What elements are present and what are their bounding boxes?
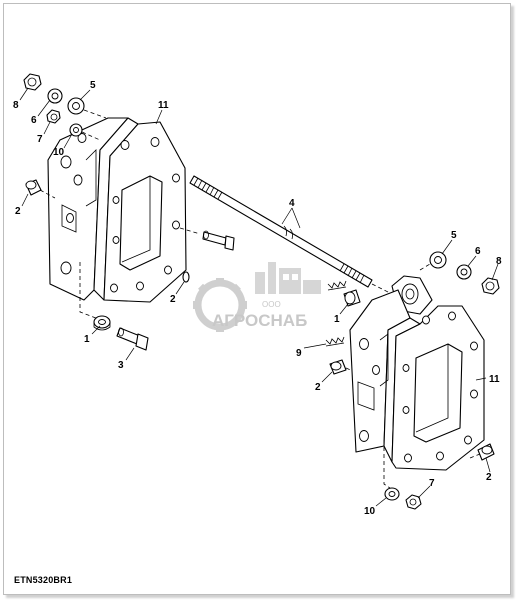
callout-7-left: 7 xyxy=(37,134,43,145)
watermark-gear-icon xyxy=(193,278,247,332)
callout-1-left: 1 xyxy=(84,334,90,345)
callout-5-right: 5 xyxy=(451,230,457,241)
diagram-code-label: ETN5320BR1 xyxy=(14,575,73,585)
callout-10-right: 10 xyxy=(364,506,376,517)
callout-7-right: 7 xyxy=(429,478,435,489)
left-nut-8 xyxy=(23,73,42,91)
left-nut-7 xyxy=(46,109,61,124)
right-dowel-pin-side xyxy=(477,443,495,461)
left-side-bolt xyxy=(202,230,235,251)
frame-border xyxy=(3,3,511,595)
callout-labels: 8 6 5 7 10 11 2 4 2 1 3 5 6 8 1 9 2 11 2… xyxy=(13,80,502,517)
left-side-bolt-guide xyxy=(179,227,201,235)
left-flange-housing xyxy=(47,117,187,303)
callout-8-right: 8 xyxy=(496,256,502,267)
right-washer-5 xyxy=(429,251,447,269)
right-side-pin-guide xyxy=(469,453,481,459)
tie-rod-4 xyxy=(189,175,373,288)
right-washer-10 xyxy=(384,487,400,501)
callout-11-right: 11 xyxy=(489,374,500,385)
callout-8-left: 8 xyxy=(13,100,19,111)
callout-1-right: 1 xyxy=(334,314,340,325)
left-pin-guide-line xyxy=(39,189,56,199)
watermark-prefix: ООО xyxy=(262,300,281,309)
left-dowel-pin-upper xyxy=(25,179,42,196)
right-flange-housing xyxy=(349,275,485,471)
watermark-factory-icon xyxy=(255,262,321,294)
watermark-logo: ООО АГРОСНАБ xyxy=(193,262,321,332)
spring-9-lower xyxy=(325,336,345,347)
callout-6-right: 6 xyxy=(475,246,481,257)
right-top-guide-line xyxy=(419,263,431,271)
callout-11-left: 11 xyxy=(158,100,169,111)
callout-2-center: 2 xyxy=(170,294,176,305)
right-washer-1 xyxy=(343,289,361,307)
callout-6-left: 6 xyxy=(31,115,37,126)
left-washer-10 xyxy=(69,123,83,137)
watermark-company-name: АГРОСНАБ xyxy=(212,311,307,330)
right-dowel-pin-lower xyxy=(329,359,347,375)
callout-10-left: 10 xyxy=(53,147,65,158)
callout-2-right-side: 2 xyxy=(486,472,492,483)
left-top-guide-line xyxy=(83,109,107,119)
right-nut-8 xyxy=(481,277,500,295)
callout-5-left: 5 xyxy=(90,80,96,91)
callout-4-tie-rod: 4 xyxy=(289,198,295,209)
right-nut-7 xyxy=(405,494,422,510)
callout-9-spring: 9 xyxy=(296,348,302,359)
center-ring-2 xyxy=(182,271,190,283)
callout-2-right-lower: 2 xyxy=(315,382,321,393)
left-bottom-guide-line xyxy=(79,262,97,319)
left-washer-6 xyxy=(47,88,63,104)
callout-2-left-upper: 2 xyxy=(15,206,21,217)
spring-9-upper xyxy=(327,280,347,291)
left-washer-5 xyxy=(67,97,85,115)
left-washer-1 xyxy=(93,315,111,331)
left-bolt-3 xyxy=(116,327,149,351)
right-bottom-guide-line xyxy=(383,440,391,489)
right-washer-6 xyxy=(456,264,472,280)
callout-3-bolt: 3 xyxy=(118,360,124,371)
leader-lines xyxy=(19,87,499,507)
left-washer-guide-line xyxy=(81,131,101,141)
